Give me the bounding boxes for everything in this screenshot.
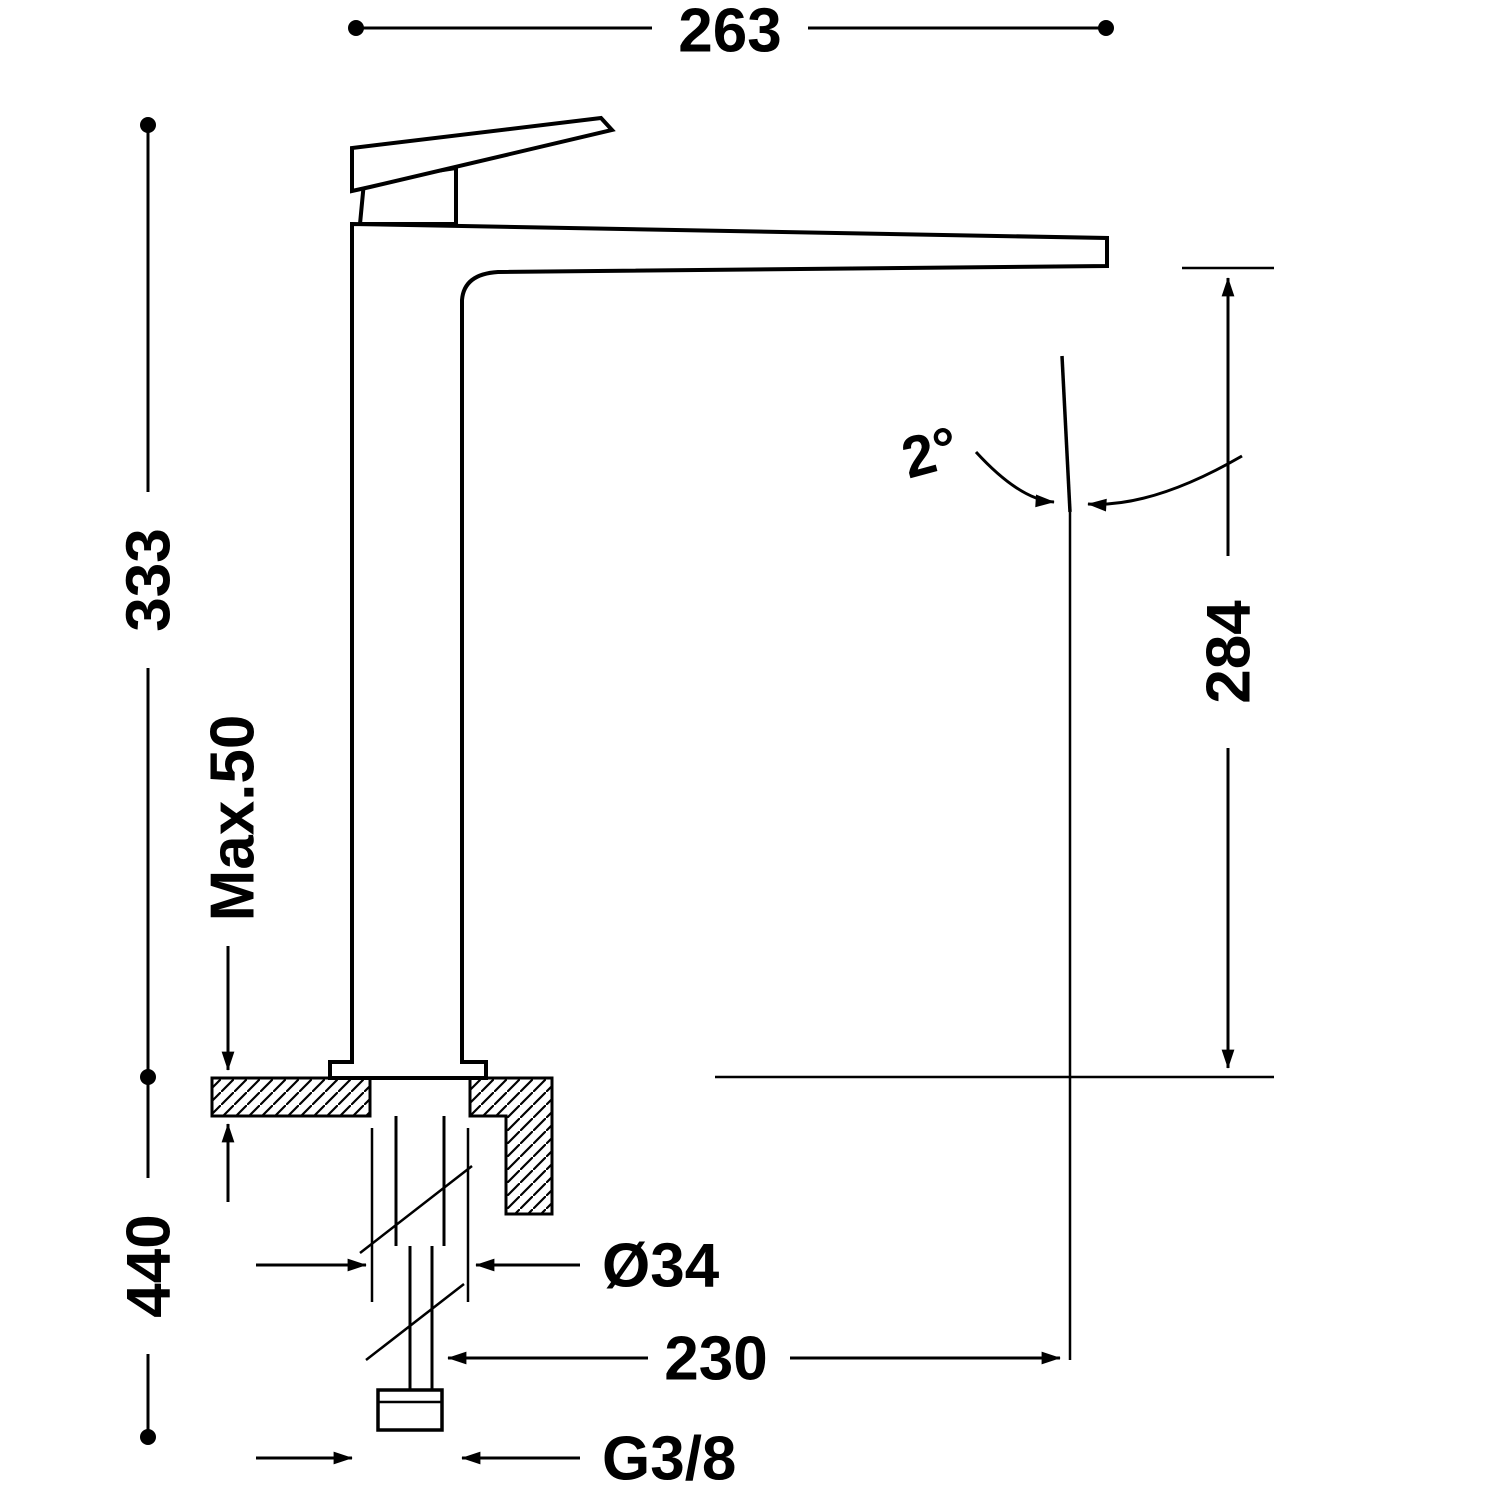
angle-arc-arrow-left bbox=[974, 450, 1055, 508]
faucet-body bbox=[328, 115, 1109, 1080]
thread-connector-nut bbox=[376, 1388, 444, 1432]
dim-spout-height-label: 284 bbox=[1195, 600, 1264, 704]
dim-endpoint-dot bbox=[140, 117, 156, 133]
dim-overall-width-label: 263 bbox=[678, 0, 781, 66]
dim-endpoint-dot bbox=[140, 1429, 156, 1445]
dim-body-height-label: 333 bbox=[115, 528, 184, 631]
dim-body-height: 333 bbox=[115, 117, 184, 1085]
dim-reach: 230 bbox=[447, 1325, 1061, 1394]
faucet-lever-handle bbox=[350, 115, 616, 194]
break-slash bbox=[365, 1283, 465, 1361]
dim-max-deck: Max.50 bbox=[199, 715, 268, 1202]
dim-angle-label: 2° bbox=[895, 414, 965, 491]
faucet-spout-and-column bbox=[328, 221, 1109, 1080]
break-slash bbox=[359, 1165, 473, 1254]
dim-endpoint-dot bbox=[140, 1069, 156, 1085]
angle-arc-arrow-right bbox=[1087, 454, 1243, 512]
dim-below-height-label: 440 bbox=[115, 1214, 184, 1317]
dim-overall-width: 263 bbox=[348, 0, 1114, 66]
countertop-left-slab bbox=[210, 1076, 372, 1118]
dim-thread-label: G3/8 bbox=[602, 1425, 736, 1494]
countertop-section bbox=[210, 1076, 554, 1216]
countertop-right-slab bbox=[468, 1076, 554, 1216]
dim-max-deck-label: Max.50 bbox=[199, 715, 268, 922]
dim-endpoint-dot bbox=[348, 20, 364, 36]
dim-angle: 2° bbox=[895, 355, 1243, 1360]
plumbing bbox=[359, 1116, 473, 1432]
dim-below-height: 440 bbox=[115, 1083, 184, 1445]
dim-thread: G3/8 bbox=[256, 1425, 736, 1494]
dim-endpoint-dot bbox=[1098, 20, 1114, 36]
dim-spout-height: 284 bbox=[715, 266, 1274, 1079]
dim-diameter: Ø34 bbox=[256, 1128, 720, 1302]
dim-reach-label: 230 bbox=[664, 1325, 767, 1394]
angle-tilted-line bbox=[1060, 355, 1072, 513]
dim-diameter-label: Ø34 bbox=[602, 1232, 720, 1301]
